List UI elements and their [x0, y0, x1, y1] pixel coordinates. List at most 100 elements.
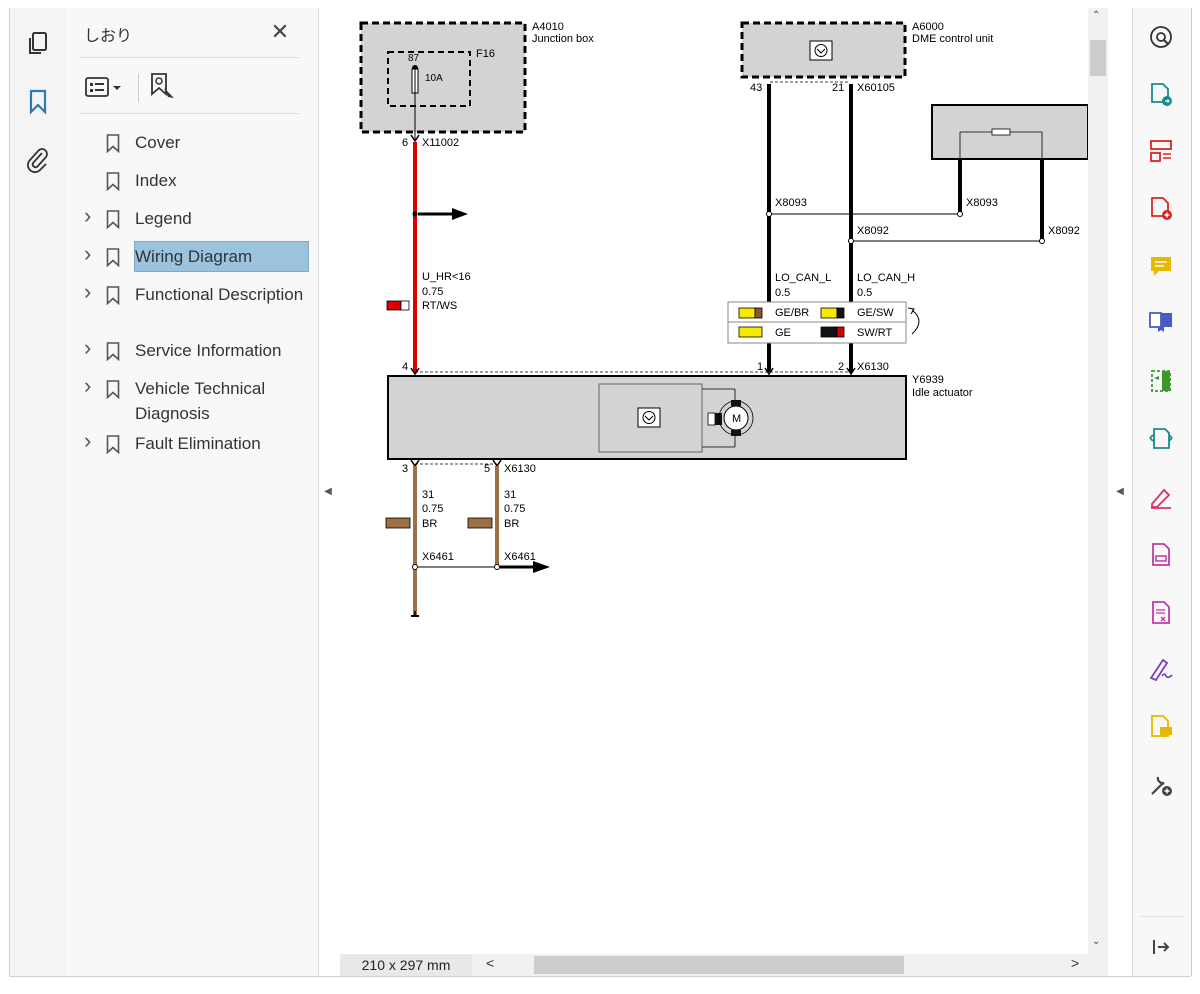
combine-files-icon[interactable]	[1146, 308, 1176, 338]
x11002-label: X11002	[422, 137, 459, 149]
bookmark-flag-icon	[106, 342, 120, 368]
pin5-label: 5	[484, 463, 490, 475]
a6000-name: DME control unit	[912, 33, 993, 45]
can-l-size: 0.5	[775, 287, 790, 299]
export-pdf-icon[interactable]	[1146, 80, 1176, 110]
page-size: 210 x 297 mm	[340, 954, 472, 976]
bookmark-label: Vehicle Technical Diagnosis	[135, 379, 266, 423]
bookmark-flag-icon	[106, 286, 120, 312]
create-pdf-icon[interactable]	[1146, 194, 1176, 224]
bookmark-label: Fault Elimination	[135, 434, 261, 453]
pages-icon[interactable]	[22, 28, 54, 60]
bookmark-label: Functional Description	[135, 285, 304, 304]
scroll-up-icon[interactable]: ⌃	[1092, 10, 1101, 21]
fill-sign-icon[interactable]	[1146, 482, 1176, 512]
protect-icon[interactable]	[1146, 540, 1176, 570]
bookmark-flag-icon	[106, 380, 120, 406]
bookmark-options-button[interactable]	[84, 74, 124, 100]
lo-can-h-label: LO_CAN_H	[857, 272, 915, 284]
more-tools-icon[interactable]	[1146, 770, 1176, 800]
lo-can-l-label: LO_CAN_L	[775, 272, 831, 284]
scroll-down-icon[interactable]: ⌄	[1092, 936, 1101, 947]
close-icon[interactable]: ✕	[270, 19, 290, 44]
x60105-label: X60105	[857, 82, 895, 94]
bookmark-flag-icon	[106, 248, 120, 274]
pin3-label: 3	[402, 463, 408, 475]
a4010-id: A4010	[532, 21, 564, 33]
rtws-label: RT/WS	[422, 300, 457, 312]
organize-pages-icon[interactable]	[1146, 136, 1176, 166]
collapse-right-panel-icon[interactable]: ◀	[1116, 485, 1124, 497]
wire31-left: 31	[422, 489, 434, 501]
x6130-bottom-label: X6130	[504, 463, 536, 475]
u-hr-label: U_HR<16	[422, 271, 471, 283]
horizontal-scrollbar[interactable]: 210 x 297 mm < >	[340, 954, 1108, 976]
scroll-right-icon[interactable]: >	[1071, 955, 1080, 971]
wire31-right: 31	[504, 489, 516, 501]
y6939-name: Idle actuator	[912, 387, 973, 399]
bookmark-label: Cover	[135, 133, 181, 152]
wire-size-left: 0.75	[422, 503, 443, 515]
x8093-left-label: X8093	[775, 197, 807, 209]
bookmark-flag-icon	[106, 210, 120, 236]
find-bookmark-icon[interactable]	[148, 72, 178, 102]
chevron-right-icon[interactable]: ›	[84, 279, 92, 304]
fuse-rating: 10A	[425, 73, 443, 84]
chevron-right-icon[interactable]: ›	[84, 203, 92, 228]
vertical-scrollbar[interactable]: ⌃ ⌄	[1088, 8, 1108, 956]
pin6-label: 6	[402, 137, 408, 149]
bookmark-flag-icon	[106, 172, 120, 198]
bookmark-label: Legend	[135, 209, 192, 228]
wire-size-right: 0.75	[504, 503, 525, 515]
x6130-top-label: X6130	[857, 361, 889, 373]
convert-icon[interactable]	[1146, 424, 1176, 454]
scroll-left-icon[interactable]: <	[486, 955, 495, 971]
collapse-panel-icon[interactable]	[1146, 932, 1176, 962]
br-right: BR	[504, 518, 519, 530]
collapse-left-panel-icon[interactable]: ◀	[324, 485, 332, 497]
vertical-scroll-thumb[interactable]	[1090, 40, 1106, 76]
comment-icon[interactable]	[1146, 252, 1176, 282]
can-h-size: 0.5	[857, 287, 872, 299]
br-left: BR	[422, 518, 437, 530]
document-view: A4010 Junction box F16 87 10A 6 X11002 U…	[340, 8, 1108, 976]
x6461-left-label: X6461	[422, 551, 454, 563]
horizontal-scroll-thumb[interactable]	[534, 956, 904, 974]
x6461-right-label: X6461	[504, 551, 536, 563]
red-wire-size: 0.75	[422, 286, 443, 298]
gebr-label: GE/BR	[775, 307, 809, 319]
redact-icon[interactable]	[1146, 598, 1176, 628]
pin1-label: 1	[757, 361, 763, 373]
gesw-label: GE/SW	[857, 307, 894, 319]
wiring-diagram: A4010 Junction box F16 87 10A 6 X11002 U…	[359, 21, 1089, 617]
pin43-label: 43	[750, 82, 762, 94]
bookmark-label: Wiring Diagram	[134, 241, 309, 272]
bookmark-flag-icon	[106, 435, 120, 461]
sign-icon[interactable]	[1146, 654, 1176, 684]
chevron-right-icon[interactable]: ›	[84, 241, 92, 266]
tools-panel	[1132, 8, 1192, 976]
compress-icon[interactable]	[1146, 366, 1176, 396]
panel-title: しおり	[84, 28, 133, 45]
zoom-icon[interactable]	[1146, 22, 1176, 52]
bookmark-label: Service Information	[135, 341, 282, 360]
x8092-right-label: X8092	[1048, 225, 1080, 237]
pin2-label: 2	[838, 361, 844, 373]
send-comments-icon[interactable]	[1146, 712, 1176, 742]
motor-label: M	[732, 413, 741, 425]
x8093-right-label: X8093	[966, 197, 998, 209]
pin21-label: 21	[832, 82, 844, 94]
left-rail	[9, 8, 67, 976]
bookmark-icon[interactable]	[22, 86, 54, 118]
f16-label: F16	[476, 48, 495, 60]
a4010-name: Junction box	[532, 33, 594, 45]
chevron-right-icon[interactable]: ›	[84, 373, 92, 398]
chevron-right-icon[interactable]: ›	[84, 335, 92, 360]
y6939-id: Y6939	[912, 374, 944, 386]
paperclip-icon[interactable]	[22, 144, 54, 176]
x8092-left-label: X8092	[857, 225, 889, 237]
chevron-right-icon[interactable]: ›	[84, 428, 92, 453]
pin87-label: 87	[408, 53, 420, 64]
ge-label: GE	[775, 327, 791, 339]
